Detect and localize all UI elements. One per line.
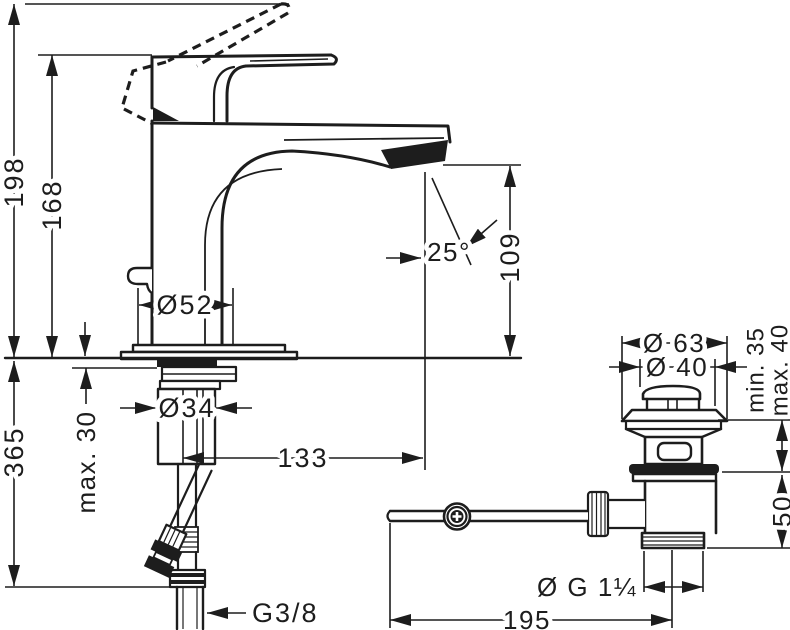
dim-flange-diameter: Ø 63 bbox=[622, 324, 727, 363]
dim-g114-label: Ø G 1¼ bbox=[537, 572, 637, 602]
seal-ring bbox=[629, 464, 719, 474]
dim-34-label: Ø34 bbox=[158, 393, 215, 423]
overflow-slot bbox=[656, 441, 693, 462]
aerator bbox=[381, 140, 448, 169]
dim-supply-thread: G3/8 bbox=[207, 594, 321, 630]
waste-dimensions: Ø 63 Ø 40 min. 35 max. 40 50 Ø G 1¼ 195 bbox=[389, 319, 790, 630]
popup-waste-drawing bbox=[386, 384, 729, 550]
dim-max30-label: max. 30 bbox=[71, 411, 101, 514]
dim-133-label: 133 bbox=[277, 443, 328, 473]
dim-shaft-diameter: Ø34 bbox=[120, 389, 252, 428]
dim-spout-reach: 133 bbox=[183, 439, 423, 478]
dim-basin-thickness: min. 35 max. 40 bbox=[738, 319, 790, 471]
dim-rod-length: 195 bbox=[390, 601, 672, 630]
stream-angle-line bbox=[431, 177, 472, 266]
lever-handle bbox=[150, 53, 338, 123]
dim-195-label: 195 bbox=[503, 605, 551, 630]
dim-min35-label: min. 35 bbox=[743, 327, 770, 413]
handle-travel-dashed-outline bbox=[120, 2, 291, 126]
dim-base-diameter: Ø52 bbox=[139, 286, 232, 325]
dim-handle-height: 168 bbox=[33, 55, 72, 357]
faucet-drawing bbox=[119, 2, 452, 630]
waste-cap-and-flange bbox=[620, 384, 729, 483]
dim-waste-thread: Ø G 1¼ bbox=[532, 568, 703, 607]
faucet-dimensions: 198 168 365 max. 30 109 133 Ø52 bbox=[0, 3, 530, 630]
dim-body-height: 50 bbox=[763, 475, 790, 548]
dim-counter-thickness: max. 30 bbox=[67, 322, 106, 518]
dim-40-label: Ø 40 bbox=[646, 352, 708, 382]
dim-stream-angle: 25° bbox=[386, 219, 498, 272]
dim-max40-label: max. 40 bbox=[767, 324, 790, 416]
dim-198-label: 198 bbox=[0, 156, 29, 207]
dim-overall-height: 198 bbox=[0, 4, 34, 357]
dim-63-label: Ø 63 bbox=[643, 328, 705, 358]
waste-body bbox=[586, 479, 718, 550]
pull-rod-linkage bbox=[386, 502, 590, 531]
base-escutcheon bbox=[119, 343, 299, 361]
mounting-shaft-and-hoses bbox=[143, 360, 238, 630]
dim-50-label: 50 bbox=[767, 495, 790, 527]
dim-outlet-height: 109 bbox=[491, 166, 530, 356]
dim-168-label: 168 bbox=[37, 179, 67, 230]
dim-365-label: 365 bbox=[0, 426, 29, 477]
dim-depth-below: 365 bbox=[0, 361, 34, 586]
dim-g38-label: G3/8 bbox=[252, 598, 319, 628]
dim-52-label: Ø52 bbox=[156, 290, 213, 320]
dim-25deg-label: 25° bbox=[427, 237, 471, 267]
faucet-body-and-spout bbox=[126, 119, 452, 346]
dim-109-label: 109 bbox=[495, 231, 525, 282]
dim-cap-diameter: Ø 40 bbox=[609, 348, 747, 387]
pull-rod-knob bbox=[126, 266, 154, 295]
angled-supply-hose bbox=[143, 463, 213, 578]
